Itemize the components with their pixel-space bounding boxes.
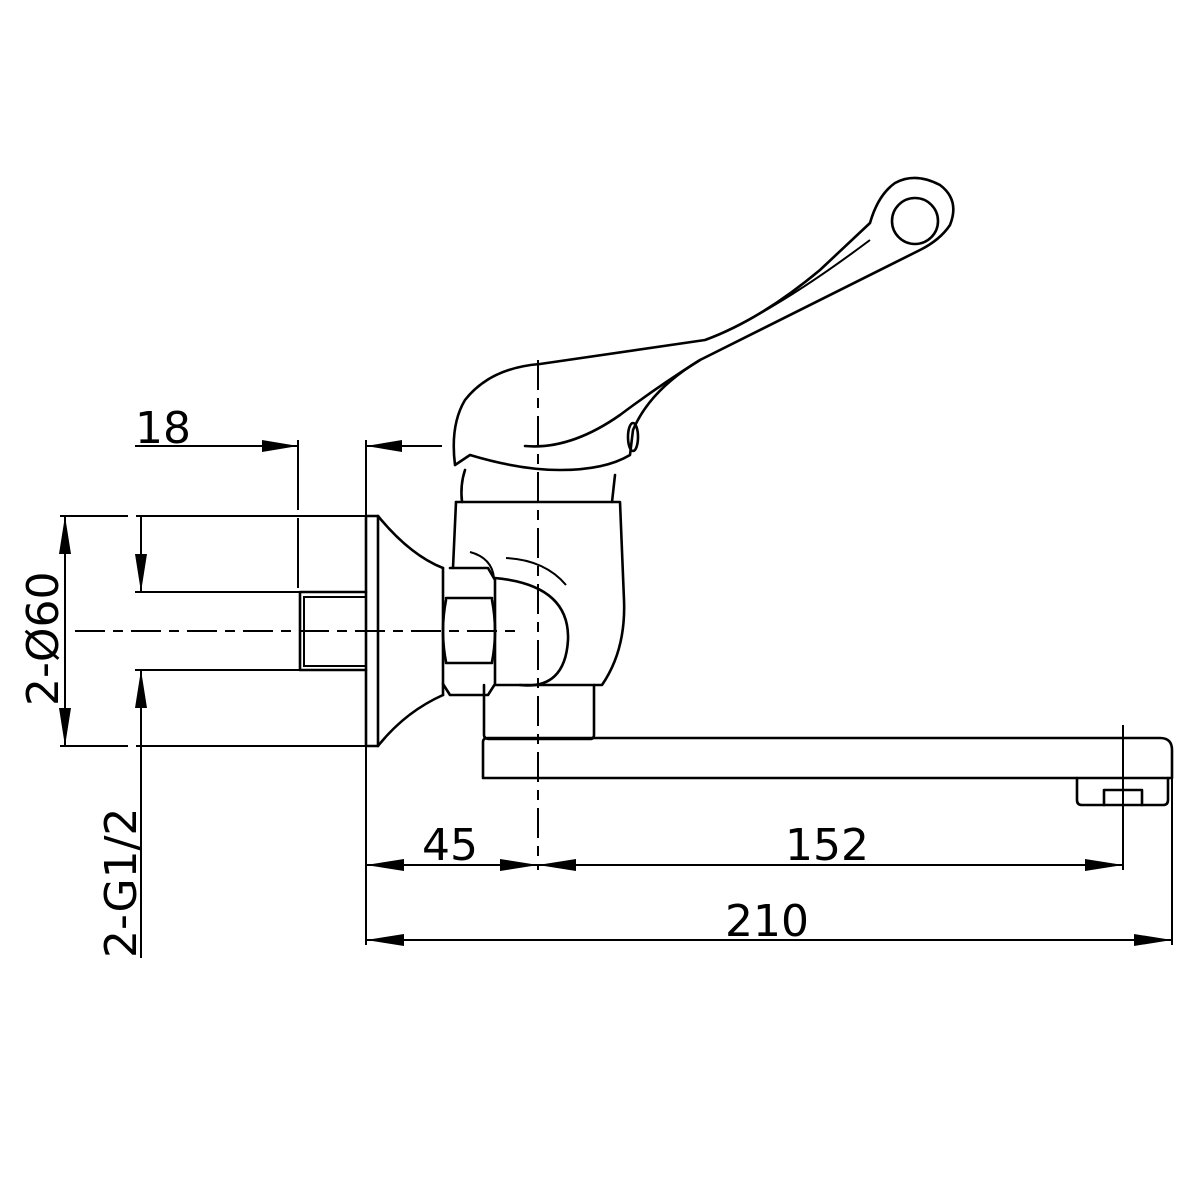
inlet-thread: [298, 590, 368, 672]
dimension-label-18: 18: [135, 403, 191, 454]
lever-handle: [452, 176, 955, 472]
handle-ring: [890, 196, 940, 246]
dimension-label-210: 210: [725, 896, 809, 947]
dimension-thread: 2-G1/2: [96, 516, 147, 958]
extension-lines: [60, 440, 1173, 945]
dimension-label-45: 45: [422, 820, 478, 871]
dimension-flange-diameter: 2-Ø60: [18, 516, 71, 746]
dimension-label-152: 152: [785, 820, 869, 871]
hex-nut: [441, 566, 497, 697]
dimension-label-thread: 2-G1/2: [96, 808, 147, 958]
spout: [481, 736, 1174, 807]
faucet-body: [451, 468, 626, 741]
dimension-45-152: 45 152: [366, 820, 1123, 871]
dimension-label-flange: 2-Ø60: [18, 572, 69, 707]
dimension-18: 18: [135, 403, 442, 454]
dimension-210: 210: [366, 896, 1172, 947]
